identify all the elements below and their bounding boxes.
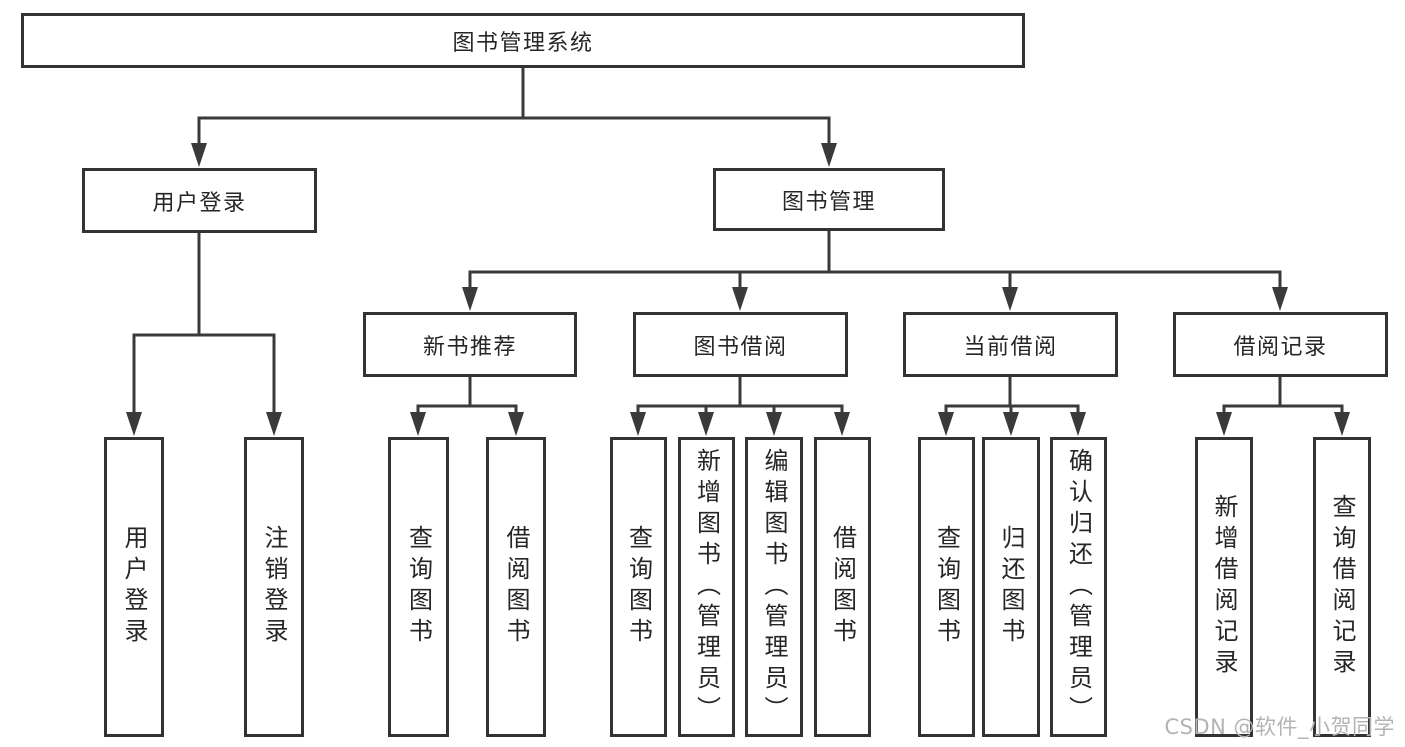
connector-book-borrow-to-leaves [630,377,850,436]
leaf-edit-books-admin-label: 编辑图书（管理员） [760,447,788,727]
leaf-query-books-borrow-label: 查询图书 [624,525,653,649]
leaf-query-books-recommend-label: 查询图书 [404,525,433,649]
leaf-confirm-return-admin-label: 确认归还（管理员） [1064,447,1093,727]
leaf-query-borrow-record-label: 查询借阅记录 [1328,494,1356,680]
node-current-borrow-label: 当前借阅 [963,334,1058,360]
leaf-borrow-books-recommend-label: 借阅图书 [502,525,530,649]
connector-user-login-to-leaves [126,233,282,436]
leaf-query-books-current-label: 查询图书 [932,525,961,649]
leaf-return-books: 归还图书 [982,437,1040,737]
leaf-query-books-borrow: 查询图书 [610,437,667,737]
leaf-user-login-label: 用户登录 [120,525,148,649]
leaf-add-borrow-record: 新增借阅记录 [1195,437,1253,737]
node-borrow-records: 借阅记录 [1173,312,1388,377]
leaf-return-books-label: 归还图书 [997,525,1025,649]
node-new-book-recommend: 新书推荐 [363,312,577,377]
leaf-edit-books-admin: 编辑图书（管理员） [745,437,803,737]
leaf-logout: 注销登录 [244,437,304,737]
connector-borrow-records-to-leaves [1216,377,1350,436]
connector-root-to-level2 [191,68,837,167]
node-book-borrow: 图书借阅 [633,312,848,377]
leaf-borrow-books-recommend: 借阅图书 [486,437,546,737]
leaf-confirm-return-admin: 确认归还（管理员） [1050,437,1107,737]
leaf-query-books-current: 查询图书 [918,437,975,737]
node-book-mgmt: 图书管理 [713,168,945,231]
leaf-borrow-books-label: 借阅图书 [828,525,857,649]
connector-current-borrow-to-leaves [938,377,1086,436]
node-book-borrow-label: 图书借阅 [693,334,788,360]
connector-new-book-recommend-to-leaves [410,377,524,436]
connector-book-mgmt-to-level3 [462,231,1288,311]
node-current-borrow: 当前借阅 [903,312,1118,377]
node-borrow-records-label: 借阅记录 [1233,334,1328,360]
node-root-label: 图书管理系统 [452,30,594,56]
node-book-mgmt-label: 图书管理 [781,189,876,215]
csdn-watermark: CSDN @软件_小贺同学 [1164,715,1395,739]
leaf-query-borrow-record: 查询借阅记录 [1313,437,1371,737]
leaf-query-books-recommend: 查询图书 [388,437,449,737]
node-user-login: 用户登录 [82,168,317,233]
leaf-add-borrow-record-label: 新增借阅记录 [1210,494,1238,680]
leaf-add-books-admin-label: 新增图书（管理员） [692,447,721,727]
leaf-borrow-books: 借阅图书 [814,437,871,737]
leaf-add-books-admin: 新增图书（管理员） [678,437,735,737]
node-user-login-label: 用户登录 [152,190,247,216]
node-root-system: 图书管理系统 [21,13,1025,68]
leaf-logout-label: 注销登录 [260,525,288,649]
leaf-user-login: 用户登录 [104,437,164,737]
node-new-book-recommend-label: 新书推荐 [422,334,517,360]
